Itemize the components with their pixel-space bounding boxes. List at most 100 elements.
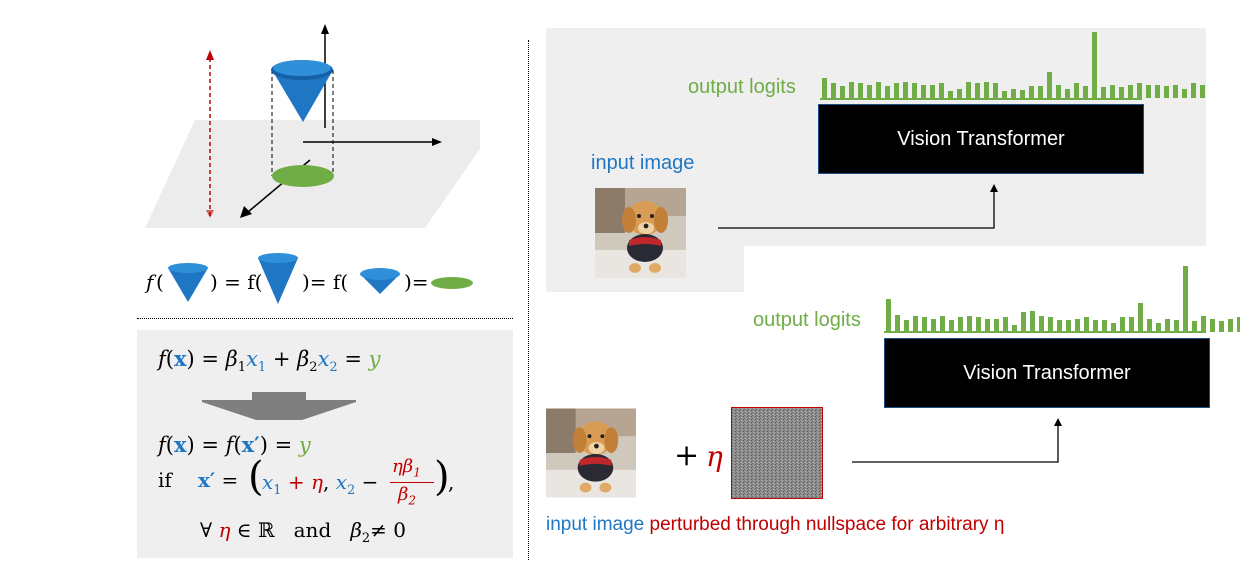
logit-bar [966, 82, 971, 98]
logit-bar [831, 83, 836, 98]
logit-bar [1146, 85, 1151, 98]
logit-bar [1084, 317, 1089, 332]
logit-bar [1092, 32, 1097, 98]
logit-bar [967, 316, 972, 332]
logit-bar [940, 316, 945, 332]
logit-bar [1020, 90, 1025, 98]
logit-bar [984, 82, 989, 98]
logit-bar [895, 315, 900, 332]
linear-model-panel [137, 330, 513, 558]
logit-bar [1165, 319, 1170, 332]
noise-image [731, 407, 823, 499]
logit-bar [1164, 86, 1169, 98]
logit-bar [1038, 86, 1043, 98]
logit-bar [1111, 323, 1116, 332]
logit-bar [993, 83, 998, 98]
invariance-equation: f(x) = f(x′) = y [158, 432, 311, 457]
logit-bar [1039, 316, 1044, 332]
cone-shape [272, 70, 333, 122]
logit-bar [1138, 303, 1143, 332]
caption-input-image: input image [546, 514, 645, 535]
logit-bar [1120, 317, 1125, 332]
cone-icon-wide [168, 263, 208, 302]
logit-bar [975, 83, 980, 98]
logit-bar [904, 320, 909, 332]
logit-bar [1075, 319, 1080, 332]
bottom-logit-bars [886, 264, 1240, 332]
if-label: if [158, 468, 172, 492]
logit-bar [903, 82, 908, 98]
logit-bar [1137, 83, 1142, 98]
top-input-image-label: input image [591, 152, 695, 174]
bottom-caption: input image perturbed through nullspace … [546, 514, 1004, 536]
logit-bar [1065, 89, 1070, 98]
projection-ellipse [272, 165, 334, 187]
logit-bar [994, 319, 999, 332]
logit-bar [1057, 320, 1062, 332]
top-flow-arrow [718, 184, 998, 229]
eta-symbol: η [706, 440, 723, 473]
logit-bar [1155, 85, 1160, 98]
cone-icon-tall [258, 253, 298, 304]
logit-bar [1047, 72, 1052, 98]
logit-bar [1093, 320, 1098, 332]
vertical-separator [528, 40, 529, 560]
top-output-logits-label: output logits [688, 76, 796, 98]
logit-bar [822, 78, 827, 98]
logit-bar [931, 319, 936, 332]
logit-bar [1066, 320, 1071, 332]
flat-ellipse-icon [431, 277, 473, 289]
caption-perturbed: perturbed through nullspace for arbitrar… [649, 514, 1005, 535]
linear-equation: f(x) = β1x1 + β2x2 = y [158, 346, 381, 376]
logit-bar [1192, 321, 1197, 332]
logit-bar [1110, 85, 1115, 98]
logit-bar [840, 86, 845, 98]
logit-bar [1210, 319, 1215, 332]
logit-bar [939, 83, 944, 98]
logit-bar [1048, 317, 1053, 332]
logit-bar [976, 317, 981, 332]
logit-bar [1128, 85, 1133, 98]
down-arrow-icon [202, 392, 356, 420]
eq-part-3: )= [404, 270, 429, 294]
logit-bar [1101, 87, 1106, 98]
logit-bar [957, 89, 962, 98]
bottom-output-logits-label: output logits [753, 309, 861, 331]
logit-bar [876, 82, 881, 98]
logit-bar [958, 317, 963, 332]
logit-bar [1183, 266, 1188, 332]
logit-bar [1012, 325, 1017, 332]
logit-bar [1219, 321, 1224, 332]
plus-sign: + [674, 438, 700, 473]
logit-bar [985, 319, 990, 332]
logit-bar [913, 316, 918, 332]
f-label: f [146, 270, 154, 294]
logit-bar [922, 317, 927, 332]
logit-bar [849, 82, 854, 98]
logit-bar [1083, 86, 1088, 98]
logit-bar [1191, 83, 1196, 98]
logit-bar [1102, 320, 1107, 332]
forall-condition: ∀ η ∈ ℝ and β2≠ 0 [200, 518, 407, 546]
logit-bar [894, 83, 899, 98]
logit-bar [1147, 319, 1152, 332]
logit-bar [1074, 83, 1079, 98]
dotted-separator [137, 318, 513, 319]
logit-bar [1003, 317, 1008, 332]
logit-bar [949, 320, 954, 332]
top-puppy-image [595, 188, 686, 278]
logit-bar [1173, 85, 1178, 98]
logit-bar [867, 85, 872, 98]
bottom-vision-transformer: Vision Transformer [884, 338, 1210, 408]
logit-bar [1156, 323, 1161, 332]
logit-bar [1182, 89, 1187, 98]
logit-bar [1201, 316, 1206, 332]
logit-bar [912, 83, 917, 98]
logit-bar [1029, 86, 1034, 98]
logit-bar [921, 85, 926, 98]
logit-bar [948, 91, 953, 98]
logit-bar [930, 85, 935, 98]
cone-projection-diagram [145, 24, 480, 228]
bottom-puppy-image [546, 408, 636, 498]
logit-bar [1237, 317, 1240, 332]
